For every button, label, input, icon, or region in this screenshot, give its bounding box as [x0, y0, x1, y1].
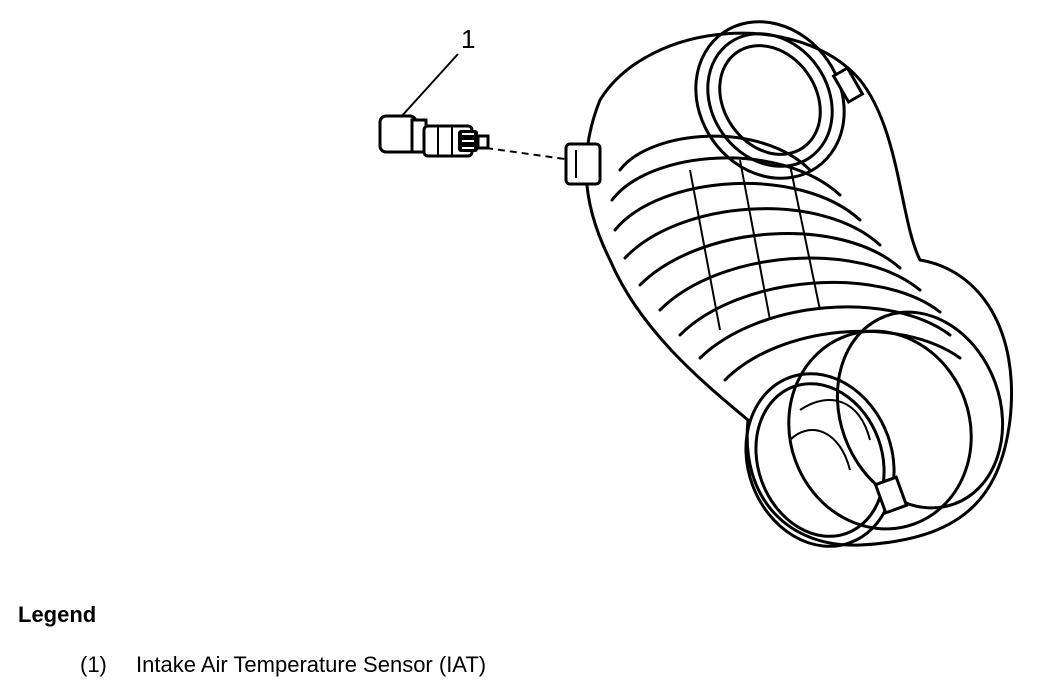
diagram-illustration — [378, 20, 1013, 548]
iat-sensor — [378, 114, 490, 158]
legend-item-label: Intake Air Temperature Sensor (IAT) — [136, 652, 487, 677]
callout-leader-1 — [399, 53, 459, 119]
legend-item-number: (1) — [80, 652, 107, 677]
legend-item: (1) Intake Air Temperature Sensor (IAT) — [80, 652, 486, 678]
air-intake-duct — [564, 20, 1013, 548]
callout-number-1: 1 — [461, 24, 476, 54]
legend-title: Legend — [18, 602, 97, 627]
alignment-dash-line — [485, 147, 573, 161]
